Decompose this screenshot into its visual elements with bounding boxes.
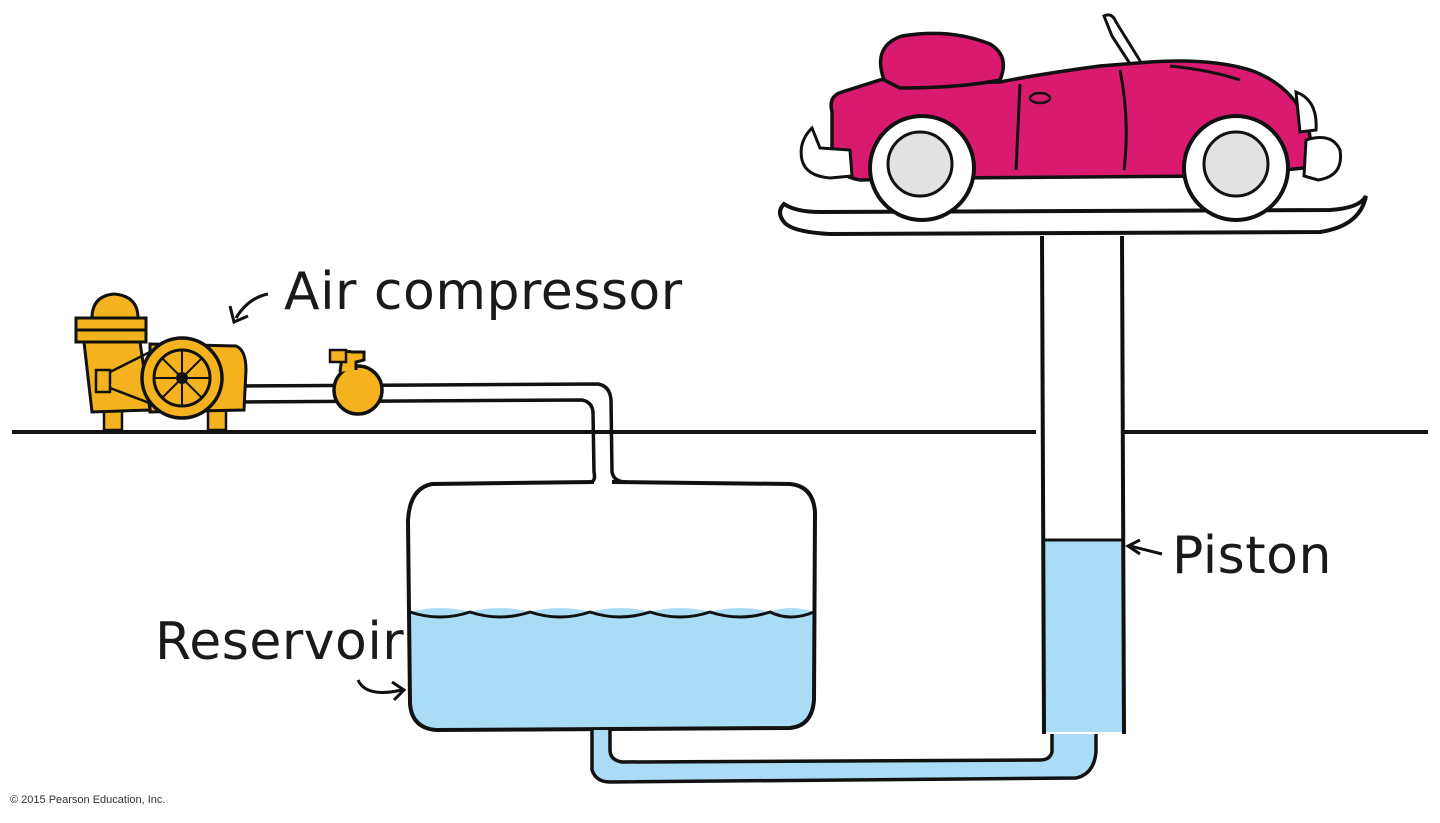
connecting-pipe — [590, 730, 1098, 784]
car-seat — [878, 31, 1006, 90]
car-wheel-front — [1182, 114, 1290, 222]
valve — [328, 348, 384, 416]
piston-liquid — [1044, 540, 1122, 732]
air-compressor — [74, 292, 248, 432]
reservoir-pointer-arrow — [356, 679, 407, 702]
car — [799, 13, 1343, 222]
air-compressor-label: Air compressor — [284, 262, 683, 322]
reservoir-tank — [405, 480, 818, 733]
reservoir-liquid — [410, 608, 814, 730]
compressor-pointer-arrow — [228, 292, 269, 325]
lift-platform — [778, 194, 1368, 237]
piston-cylinder — [1040, 235, 1126, 735]
car-wheel-rear — [868, 114, 976, 222]
reservoir-label: Reservoir — [155, 612, 405, 672]
copyright-notice: © 2015 Pearson Education, Inc. — [10, 794, 166, 806]
piston-pointer-arrow — [1125, 538, 1163, 556]
piston-label: Piston — [1172, 526, 1332, 586]
